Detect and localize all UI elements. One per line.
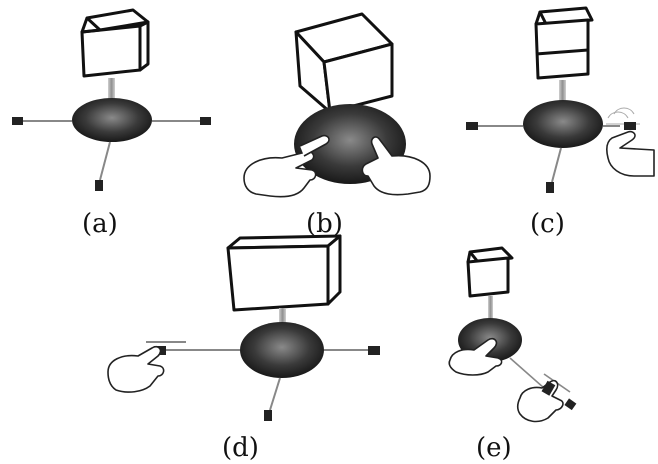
stem	[488, 296, 493, 330]
caption-a: (a)	[82, 209, 118, 239]
cube	[226, 234, 342, 312]
panel-e	[448, 246, 577, 423]
hand-pointer	[606, 130, 655, 177]
cube	[534, 6, 594, 80]
hand-pointer	[448, 337, 503, 376]
panel-c	[466, 6, 655, 193]
disc	[240, 322, 324, 378]
hand-left	[243, 134, 330, 198]
caption-c: (c)	[530, 209, 565, 239]
cube	[294, 12, 394, 114]
panel-d	[107, 234, 380, 421]
caption-b: (b)	[306, 209, 343, 239]
handle-held	[541, 380, 556, 396]
axis-arrow-down	[269, 377, 281, 411]
handle-right	[200, 117, 211, 125]
disc	[72, 98, 152, 142]
handle-down	[95, 180, 103, 191]
handle-down	[264, 410, 272, 421]
handle-right	[368, 346, 380, 355]
motion-trail	[606, 107, 640, 125]
cube	[80, 8, 150, 78]
cube	[466, 246, 514, 298]
handle-diagonal	[564, 398, 577, 411]
handle-left	[466, 122, 478, 130]
hand-pointer	[107, 345, 165, 393]
hand-right	[361, 136, 431, 196]
panel-a	[12, 8, 211, 191]
handle-left	[12, 117, 23, 125]
axis-arrow-down	[99, 141, 111, 181]
caption-d: (d)	[222, 433, 259, 463]
handle-down	[546, 182, 554, 193]
caption-e: (e)	[476, 433, 512, 463]
handle-right	[624, 122, 636, 130]
disc	[523, 100, 603, 148]
panel-b	[243, 12, 431, 198]
hand-pointer-2	[516, 379, 564, 423]
axis-arrow-left	[146, 341, 240, 351]
axis-arrow-down	[551, 147, 562, 183]
